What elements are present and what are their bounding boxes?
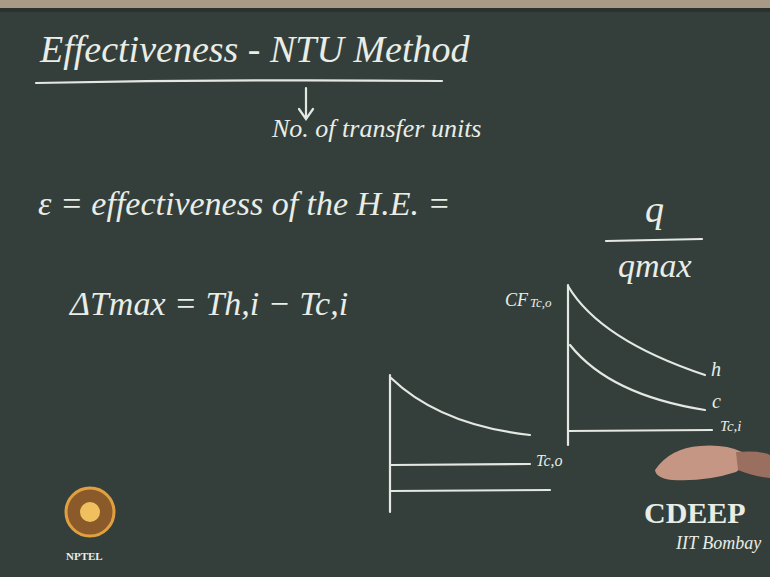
logo-text: IIT Bombay [676, 533, 761, 554]
equation-text: ε = effectiveness of the H.E. = [38, 184, 450, 223]
curve-label: c [712, 390, 721, 413]
logo-text: CDEEP [644, 496, 746, 531]
curve-label: h [711, 358, 721, 381]
logo-text: NPTEL [66, 550, 103, 563]
note-text: No. of transfer units [272, 114, 481, 144]
equation-text: ΔTmax = Th,i − Tc,i [70, 284, 348, 323]
curve-label: CF [505, 290, 528, 311]
fraction-numerator: q [645, 188, 664, 232]
heading-text: Effectiveness - NTU Method [40, 28, 470, 72]
curve-label: Tc,o [530, 296, 552, 311]
fraction-denominator: qmax [618, 246, 692, 285]
curve-label: Tc,o [536, 452, 563, 470]
axis-label: Tc,i [720, 418, 742, 435]
